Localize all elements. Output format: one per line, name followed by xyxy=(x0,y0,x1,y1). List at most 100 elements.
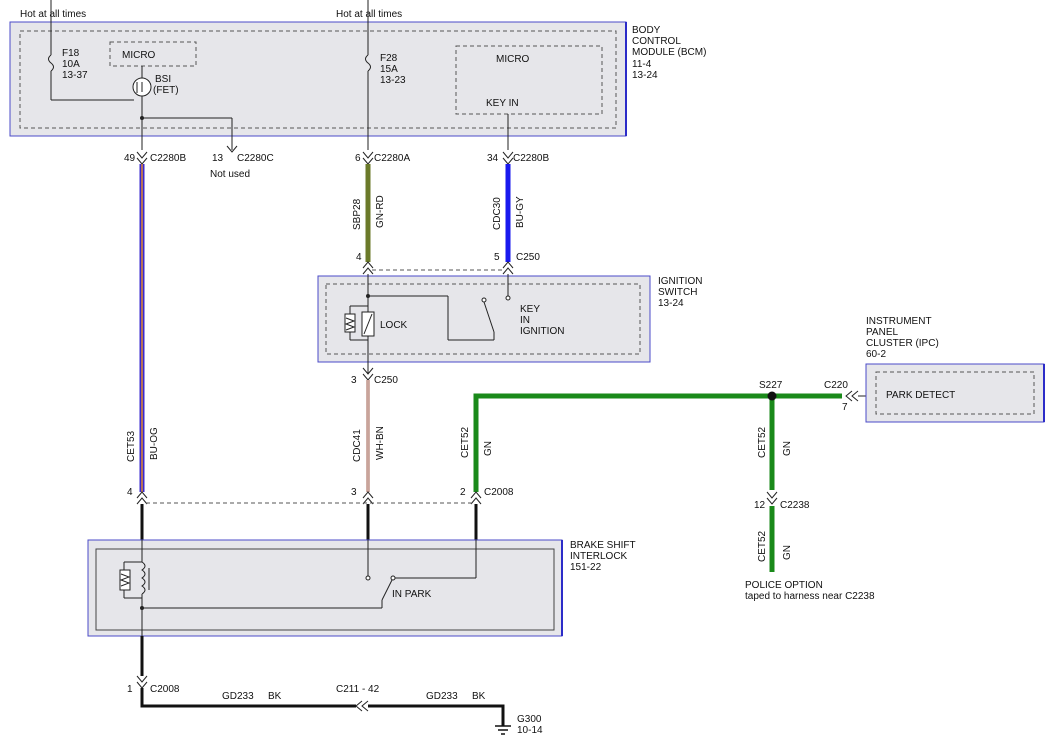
bsil-label-line3: 151-22 xyxy=(570,562,602,573)
brake-shift-interlock-module[interactable] xyxy=(87,539,563,637)
c2008-name-top: C2008 xyxy=(484,487,514,498)
bcm-label-line5: 13-24 xyxy=(632,70,658,81)
ignition-label-line2: SWITCH xyxy=(658,287,697,298)
fuse-f18-ref: 13-37 xyxy=(62,70,88,81)
ground-icon xyxy=(495,725,511,735)
c2008-name-bottom: C2008 xyxy=(150,684,180,695)
police-option-note: taped to harness near C2238 xyxy=(745,591,875,602)
ipc-label-line1: INSTRUMENT xyxy=(866,316,932,327)
ipc-label-line4: 60-2 xyxy=(866,349,886,360)
c250-name-top: C250 xyxy=(516,252,540,263)
hot-at-all-times-2: Hot at all times xyxy=(336,9,402,20)
c2008-pin-2: 2 xyxy=(460,487,466,498)
c220-label: C220 xyxy=(824,380,848,391)
wire-gn-rd-label: GN-RD xyxy=(375,195,386,228)
wire-cet52-label-2: CET52 xyxy=(757,426,768,458)
c2280b-name-1: C2280B xyxy=(150,153,186,164)
wire-gn-label-1: GN xyxy=(483,441,494,456)
splice-s227-icon xyxy=(767,391,777,401)
connector-c2008-3 xyxy=(362,491,374,505)
park-detect-label: PARK DETECT xyxy=(886,390,955,401)
bcm-label-line1: BODY xyxy=(632,25,661,36)
bsi-label: BSI xyxy=(155,74,171,85)
fuse-f28-icon xyxy=(365,0,371,150)
connector-c2238 xyxy=(766,491,778,505)
hot-at-all-times-1: Hot at all times xyxy=(20,9,86,20)
bsil-solenoid-icon xyxy=(119,540,150,640)
wire-wh-bn-label: WH-BN xyxy=(375,426,386,460)
not-used-label: Not used xyxy=(210,169,250,180)
fuse-f18-icon xyxy=(48,0,134,101)
connector-c2008-1 xyxy=(136,675,148,689)
bsil-label-line1: BRAKE SHIFT xyxy=(570,540,636,551)
bsil-label-line2: INTERLOCK xyxy=(570,551,628,562)
fet-label: (FET) xyxy=(153,85,179,96)
wire-bu-gy-label: BU-GY xyxy=(515,196,526,228)
c2238-pin: 12 xyxy=(754,500,766,511)
c2280b-pin-34: 34 xyxy=(487,153,499,164)
c220-pin: 7 xyxy=(842,402,848,413)
police-option-title: POLICE OPTION xyxy=(745,580,823,591)
wire-sbp28-label: SBP28 xyxy=(352,198,363,230)
wire-cet52-label-3: CET52 xyxy=(757,530,768,562)
c2008-pin-1: 1 xyxy=(127,684,133,695)
bcm-module[interactable] xyxy=(9,21,627,137)
c2008-pin-4: 4 xyxy=(127,487,133,498)
wire-cet52-gn-main xyxy=(473,393,842,572)
connector-c250-4 xyxy=(362,261,374,275)
connector-c211 xyxy=(355,700,369,712)
c2008-pin-3: 3 xyxy=(351,487,357,498)
wire-cet52-label-1: CET52 xyxy=(460,426,471,458)
wire-cdc41-label: CDC41 xyxy=(352,429,363,462)
c2280a-pin: 6 xyxy=(355,153,361,164)
connector-c2280b-49 xyxy=(136,151,148,165)
in-park-label: IN PARK xyxy=(392,589,432,600)
g300-label: G300 xyxy=(517,714,542,725)
c2280c-name: C2280C xyxy=(237,153,274,164)
bk-label-1: BK xyxy=(268,691,282,702)
key-label-line3: IGNITION xyxy=(520,326,564,337)
connector-c2008-4 xyxy=(136,491,148,505)
connector-c2280b-34 xyxy=(502,151,514,165)
fuse-f18-rating: 10A xyxy=(62,59,80,70)
ignition-label-line1: IGNITION xyxy=(658,276,702,287)
s227-label: S227 xyxy=(759,380,783,391)
ipc-module[interactable] xyxy=(865,363,1045,423)
fuse-f28-name: F28 xyxy=(380,53,398,64)
connector-c2280a-6 xyxy=(362,151,374,165)
c2280a-name: C2280A xyxy=(374,153,410,164)
gd233-label-2: GD233 xyxy=(426,691,458,702)
wire-bu-og-label: BU-OG xyxy=(149,427,160,460)
ipc-label-line3: CLUSTER (IPC) xyxy=(866,338,939,349)
gd233-label-1: GD233 xyxy=(222,691,254,702)
fuse-f28-ref: 13-23 xyxy=(380,75,406,86)
c250-pin-4: 4 xyxy=(356,252,362,263)
bk-label-2: BK xyxy=(472,691,486,702)
wire-gn-label-2: GN xyxy=(782,441,793,456)
wire-gn-label-3: GN xyxy=(782,545,793,560)
g300-ref: 10-14 xyxy=(517,725,543,736)
fuse-f18-name: F18 xyxy=(62,48,80,59)
micro-label-2: MICRO xyxy=(496,54,530,65)
micro-label-1: MICRO xyxy=(122,50,156,61)
key-in-label: KEY IN xyxy=(486,98,519,109)
c2280b-pin-49: 49 xyxy=(124,153,136,164)
connector-c250-5 xyxy=(502,261,514,275)
fet-icon xyxy=(132,66,152,118)
bcm-label-line4: 11-4 xyxy=(632,59,652,70)
connector-c2008-2 xyxy=(470,491,482,505)
c2238-name: C2238 xyxy=(780,500,810,511)
ipc-label-line2: PANEL xyxy=(866,327,898,338)
c250-name-bottom: C250 xyxy=(374,375,398,386)
c2280c-pin: 13 xyxy=(212,153,224,164)
bcm-label-line3: MODULE (BCM) xyxy=(632,47,706,58)
lock-label: LOCK xyxy=(380,320,408,331)
c250-pin-3: 3 xyxy=(351,375,357,386)
ignition-label-line3: 13-24 xyxy=(658,298,684,309)
bcm-label-line2: CONTROL xyxy=(632,36,681,47)
lock-solenoid-icon xyxy=(344,296,375,374)
key-label-line1: KEY xyxy=(520,304,540,315)
c2280b-name-2: C2280B xyxy=(513,153,549,164)
wire-cdc30-label: CDC30 xyxy=(492,197,503,230)
